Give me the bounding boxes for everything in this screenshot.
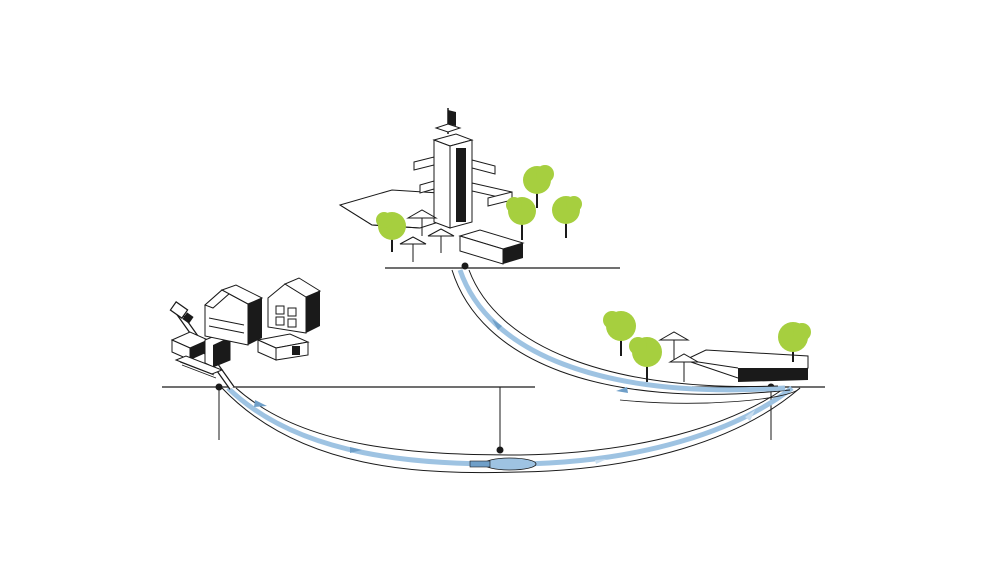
tree-icon [523, 165, 554, 208]
shed-icon [458, 229, 525, 265]
bore-outline-upper-outer [451, 269, 791, 395]
reamer-icon [469, 457, 537, 471]
parasol-icon [668, 353, 700, 382]
top-site [338, 108, 582, 265]
tower-icon [413, 108, 513, 229]
house-icon [267, 277, 322, 334]
flow-arrows [254, 319, 755, 464]
pool-icon [683, 349, 809, 382]
parasol-icon [399, 236, 427, 262]
marker-dot-center [496, 446, 504, 454]
shed-icon [256, 333, 310, 361]
house-icon [204, 284, 264, 346]
flow-arrow-icon [492, 319, 502, 330]
tree-icon [603, 311, 636, 356]
flow-arrow-icon [616, 387, 628, 393]
marker-dot-left [215, 383, 223, 391]
right-site [603, 311, 811, 382]
flow-arrow-icon [745, 410, 755, 421]
bore-return-line [619, 387, 801, 404]
tree-icon [552, 196, 582, 238]
tree-icon [376, 212, 406, 252]
left-site [169, 277, 322, 390]
parasol-icon [406, 209, 438, 236]
parasol-icon [427, 228, 455, 253]
ground-lines [162, 262, 825, 454]
marker-dot-top [461, 262, 469, 270]
bore-paths [221, 269, 801, 474]
bore-outline-lower-outer [221, 387, 801, 474]
tree-icon [778, 322, 811, 362]
bore-outline-lower-inner [235, 387, 786, 456]
flow-arrow-icon [595, 459, 607, 464]
tree-icon [629, 337, 662, 382]
bore-outline-upper-inner [468, 269, 779, 388]
drilling-rig-icon [169, 301, 235, 390]
bore-pipe-upper [457, 269, 786, 393]
tree-icon [506, 197, 536, 240]
parasol-icon [658, 331, 690, 360]
flow-arrow-icon [350, 447, 362, 453]
flow-arrow-icon [254, 400, 267, 407]
